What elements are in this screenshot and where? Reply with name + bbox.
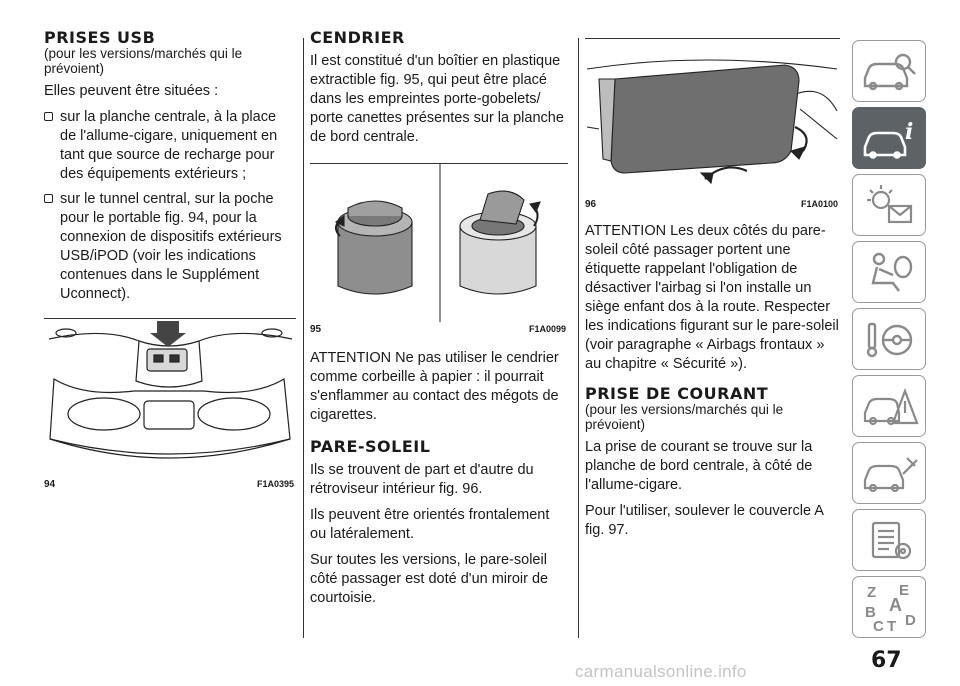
column-cendrier: CENDRIER Il est constitué d'un boîtier e…	[310, 30, 568, 615]
pare-soleil-paragraph: Sur toutes les versions, le pare-soleil …	[310, 552, 549, 606]
pare-soleil-paragraph: Ils peuvent être orientés frontalement o…	[310, 507, 550, 542]
section-subtitle-usb: (pour les versions/marchés qui le prévoi…	[44, 46, 243, 76]
car-search-icon	[863, 53, 916, 91]
section-subtitle-prise: (pour les versions/marchés qui le prévoi…	[585, 402, 784, 432]
tab-technical-data[interactable]	[852, 509, 926, 571]
figure-code: F1A0100	[800, 199, 838, 209]
section-title-pare-soleil: PARE-SOLEIL	[310, 437, 431, 456]
car-maintenance-icon	[863, 457, 918, 493]
index-letter: D	[905, 612, 916, 629]
steering-key-icon	[866, 322, 913, 358]
tab-car-breakdown[interactable]	[852, 375, 926, 437]
tab-car-maintenance[interactable]	[852, 442, 926, 504]
figure-number: 96	[585, 199, 597, 210]
index-letter: C	[873, 618, 884, 633]
figure-94: 94 F1A0395	[44, 318, 296, 490]
section-title-usb: PRISES USB	[44, 28, 156, 47]
tab-car-info[interactable]: i	[852, 107, 926, 169]
column-divider	[578, 38, 579, 638]
section-title-cendrier: CENDRIER	[310, 28, 405, 47]
pare-soleil-paragraph: Ils se trouvent de part et d'autre du ré…	[310, 462, 534, 497]
alphabetical-index-icon: Z E A B C D T	[865, 582, 916, 633]
figure-number: 94	[44, 479, 56, 490]
chapter-sidebar: i	[852, 40, 926, 643]
figure-number: 95	[310, 324, 322, 335]
usb-bullet-item: sur la planche centrale, à la place de l…	[44, 108, 296, 184]
checkbox-bullet-icon	[44, 194, 53, 203]
ashtray-illustration	[334, 164, 541, 322]
figure-code: F1A0395	[256, 479, 294, 489]
figure-95: 95 F1A0099	[310, 163, 568, 335]
cendrier-body: Il est constitué d'un boîtier en plastiq…	[310, 53, 564, 145]
tab-warning-lights[interactable]	[852, 174, 926, 236]
column-pare-soleil: 96 F1A0100 ATTENTION Les deux côtés du p…	[585, 30, 840, 547]
car-breakdown-icon	[863, 387, 919, 426]
tab-alphabetical-index[interactable]: Z E A B C D T	[852, 576, 926, 638]
index-letter: E	[899, 582, 909, 599]
usb-intro: Elles peuvent être situées :	[44, 83, 219, 99]
section-title-prise: PRISE DE COURANT	[585, 384, 769, 403]
prise-paragraph: Pour l'utiliser, soulever le couvercle A…	[585, 503, 824, 538]
index-letter: A	[889, 595, 902, 615]
tab-seat-airbag[interactable]	[852, 241, 926, 303]
index-letter: T	[887, 618, 896, 633]
figure-code: F1A0099	[528, 324, 566, 334]
checkbox-bullet-icon	[44, 112, 53, 121]
usb-bullet-item: sur le tunnel central, sur la poche pour…	[44, 190, 296, 304]
usb-console-illustration	[48, 321, 293, 459]
column-divider	[303, 38, 304, 638]
usb-bullet-list: sur la planche centrale, à la place de l…	[44, 108, 296, 304]
pare-soleil-warning: ATTENTION Les deux côtés du pare-soleil …	[585, 223, 839, 372]
prise-paragraph: La prise de courant se trouve sur la pla…	[585, 439, 813, 493]
seat-airbag-icon	[871, 252, 913, 292]
tab-steering-key[interactable]	[852, 308, 926, 370]
watermark: carmanualsonline.info	[575, 662, 747, 681]
tab-car-search[interactable]	[852, 40, 926, 102]
page-number: 67	[871, 648, 902, 673]
figure-96: 96 F1A0100	[585, 38, 840, 210]
index-letter: Z	[867, 584, 876, 601]
index-letter: B	[865, 604, 876, 621]
svg-text:i: i	[905, 119, 913, 145]
cendrier-warning: ATTENTION Ne pas utiliser le cendrier co…	[310, 350, 559, 423]
car-info-icon: i	[863, 119, 913, 159]
sun-visor-illustration	[586, 59, 838, 185]
warning-lights-icon	[867, 185, 913, 224]
technical-data-icon	[871, 521, 912, 560]
column-usb: PRISES USB (pour les versions/marchés qu…	[44, 30, 296, 490]
